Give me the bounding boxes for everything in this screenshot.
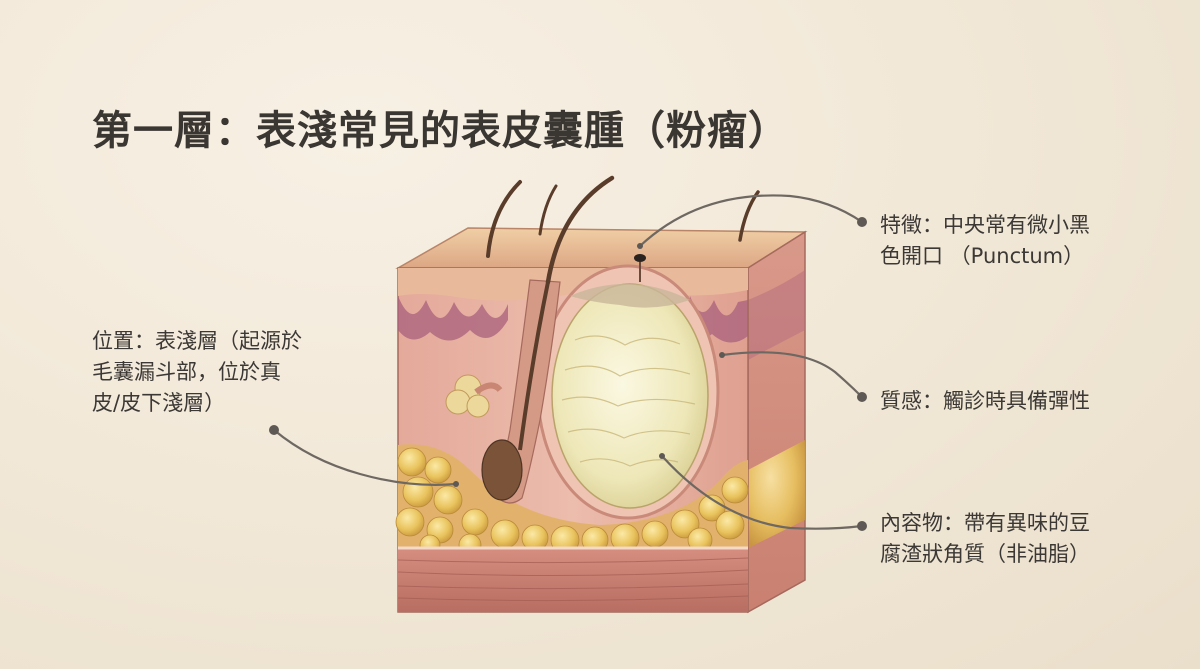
label-feature-line: 特徵：中央常有微小黑 <box>880 213 1090 237</box>
label-location-line: 位置：表淺層（起源於 <box>92 329 302 353</box>
anchor-content-dot <box>659 453 665 459</box>
label-content-line: 腐渣狀角質（非油脂） <box>880 542 1090 566</box>
label-content: 內容物：帶有異味的豆 腐渣狀角質（非油脂） <box>880 508 1180 570</box>
label-location: 位置：表淺層（起源於 毛囊漏斗部，位於真 皮/皮下淺層） <box>92 326 372 419</box>
label-feature-line: 色開口 （Punctum） <box>880 244 1085 268</box>
leader-texture <box>721 351 863 398</box>
endpoint-content-dot <box>857 521 867 531</box>
anchor-location-dot <box>453 481 459 487</box>
endpoint-texture-dot <box>857 392 867 402</box>
leader-endpoints <box>269 217 867 531</box>
sebaceous-gland <box>445 374 503 418</box>
label-location-line: 皮/皮下淺層） <box>92 391 226 415</box>
leader-lines <box>273 194 863 530</box>
label-texture: 質感：觸診時具備彈性 <box>880 386 1170 417</box>
anchor-texture-dot <box>719 352 725 358</box>
leader-location <box>273 429 457 486</box>
anchor-feature-dot <box>637 243 643 249</box>
hairs <box>486 175 760 285</box>
leader-feature <box>639 194 863 247</box>
epidermis-top-surface <box>395 227 808 269</box>
label-content-line: 內容物：帶有異味的豆 <box>880 511 1090 535</box>
page-title: 第一層：表淺常見的表皮囊腫（粉瘤） <box>92 107 789 154</box>
leader-content <box>661 455 863 530</box>
epidermoid-cyst <box>536 254 720 520</box>
punctum <box>634 254 646 262</box>
label-location-line: 毛囊漏斗部，位於真 <box>92 360 281 384</box>
label-texture-line: 質感：觸診時具備彈性 <box>880 389 1090 413</box>
label-feature: 特徵：中央常有微小黑 色開口 （Punctum） <box>880 210 1170 272</box>
muscle-layer <box>398 548 748 612</box>
endpoint-feature-dot <box>857 217 867 227</box>
hair-follicle <box>481 279 561 504</box>
endpoint-location-dot <box>269 425 279 435</box>
